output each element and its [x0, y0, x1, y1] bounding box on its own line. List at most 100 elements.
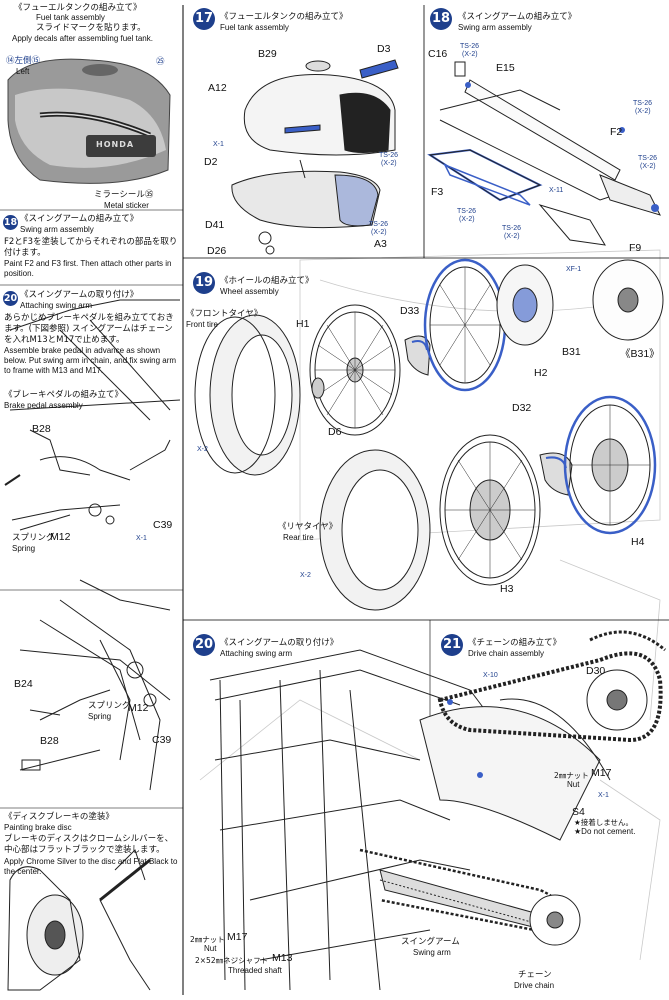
step20-left-number: 20: [3, 291, 18, 306]
part-m12-frame: M12: [128, 702, 149, 714]
nut-label-2: 2㎜ナット: [190, 935, 225, 944]
part-d6: D6: [328, 426, 342, 438]
part-b29: B29: [258, 48, 277, 60]
part-m17-frame: M17: [227, 931, 248, 943]
left-top-heading: 《フューエルタンクの組み立て》: [14, 3, 142, 13]
spring-label: スプリング: [12, 533, 55, 543]
paint-x2-17b: (X-2): [371, 229, 387, 236]
part-e15: E15: [496, 62, 515, 74]
step18-drawing: [427, 61, 661, 246]
left-top-heading-en: Fuel tank assembly: [36, 13, 105, 22]
step17-drawing: [231, 59, 399, 255]
no-cement-note-en: ★Do not cement.: [574, 827, 636, 836]
step17-heading: 《フューエルタンクの組み立て》: [220, 12, 348, 22]
step19-heading: 《ホイールの組み立て》: [220, 276, 314, 286]
rear-tire-heading-en: Rear tire: [283, 533, 314, 542]
paint-xf1: XF-1: [566, 266, 582, 273]
part-b24: B24: [14, 678, 33, 690]
chain-label: チェーン: [518, 970, 552, 980]
part-d33: D33: [400, 305, 420, 317]
paint-x2-18d: (X-2): [459, 216, 475, 223]
paint-x1-17: X-1: [213, 141, 224, 148]
part-f3: F3: [431, 186, 444, 198]
step20-left-text-en: Assemble brake pedal in advance as shown…: [4, 346, 177, 375]
part-b28: B28: [32, 423, 51, 435]
step18-number: 18: [430, 8, 452, 30]
part-d3: D3: [377, 43, 391, 55]
paint-ts26-18d: TS-26: [457, 208, 477, 215]
step20-left-heading-en: Attaching swing arm: [20, 301, 93, 310]
step20-drawing: [209, 649, 611, 991]
step20-heading-en: Attaching swing arm: [220, 649, 293, 658]
step20-heading: 《スイングアームの取り付け》: [220, 638, 339, 648]
part-h4: H4: [631, 536, 645, 548]
decal-left-label: ⑭左側⑮: [6, 56, 41, 66]
paint-ts26-17a: TS-26: [379, 152, 399, 159]
part-m13: M13: [272, 952, 293, 964]
paint-ts26-18e: TS-26: [502, 225, 522, 232]
paint-x2-18b: (X-2): [635, 108, 651, 115]
swing-arm-label-en: Swing arm: [413, 948, 451, 957]
disc-heading-en: Painting brake disc: [4, 823, 72, 832]
spring-label-2: スプリング: [88, 701, 131, 711]
paint-x1-20: X-1: [598, 792, 609, 799]
step18-left-number: 18: [3, 215, 18, 230]
paint-x2-18c: (X-2): [640, 163, 656, 170]
step18-left-text-en: Paint F2 and F3 first. Then attach other…: [4, 259, 172, 278]
step21-drawing: [437, 630, 666, 743]
part-c39-frame: C39: [152, 734, 172, 746]
part-c39: C39: [153, 519, 173, 531]
step18-left-heading-en: Swing arm assembly: [20, 225, 94, 234]
part-d2: D2: [204, 156, 218, 168]
paint-x1: X-1: [136, 535, 147, 542]
part-h2: H2: [534, 367, 548, 379]
step18-left-heading: 《スイングアームの組み立て》: [20, 214, 139, 224]
spring-label-2-en: Spring: [88, 712, 112, 721]
paint-x2-18e: (X-2): [504, 233, 520, 240]
step21-heading: 《チェーンの組み立て》: [468, 638, 562, 648]
decal-left-label-en: Left: [16, 67, 30, 76]
part-f2: F2: [610, 126, 623, 138]
step18-left-text: F2とF3を塗装してからそれぞれの部品を取り付けます。: [4, 237, 178, 258]
part-d26: D26: [207, 245, 227, 257]
part-h1: H1: [296, 318, 310, 330]
paint-x11: X-11: [549, 187, 564, 194]
paint-ts26-18b: TS-26: [633, 100, 653, 107]
part-d30: D30: [586, 665, 606, 677]
decal-note: スライドマークを貼ります。: [36, 23, 146, 33]
paint-x2-18a: (X-2): [462, 51, 478, 58]
part-b31: B31: [562, 346, 581, 358]
front-tire-heading: 《フロントタイヤ》: [186, 309, 263, 319]
brake-pedal-heading: 《ブレーキペダルの組み立て》: [4, 390, 124, 400]
paint-x2-front: X-2: [197, 446, 208, 453]
metal-sticker-label-en: Metal sticker: [104, 201, 149, 210]
part-h3: H3: [500, 583, 514, 595]
paint-ts26-18c: TS-26: [638, 155, 658, 162]
step17-number: 17: [193, 8, 215, 30]
paint-x2-rear: X-2: [300, 572, 311, 579]
part-d32: D32: [512, 402, 532, 414]
honda-logo: HONDA: [96, 140, 135, 149]
paint-ts26-18a: TS-26: [460, 43, 480, 50]
part-m12: M12: [50, 531, 71, 543]
paint-x2-17a: (X-2): [381, 160, 397, 167]
step21-heading-en: Drive chain assembly: [468, 649, 545, 658]
step18-heading: 《スイングアームの組み立て》: [458, 12, 577, 22]
frame-brake-drawing: [19, 579, 171, 791]
decal-note-en: Apply decals after assembling fuel tank.: [12, 34, 153, 43]
front-tire-heading-en: Front tire: [186, 320, 219, 329]
nut-label-m17: 2㎜ナット: [554, 771, 589, 780]
swing-arm-label: スイングアーム: [401, 937, 460, 947]
brake-pedal-heading-en: Brake pedal assembly: [4, 401, 83, 410]
step19-number: 19: [193, 272, 215, 294]
step21-number: 21: [441, 634, 463, 656]
part-c16: C16: [428, 48, 448, 60]
step19-drawing: [194, 258, 664, 611]
part-a3: A3: [374, 238, 387, 250]
part-b31-painted: 《B31》: [620, 348, 660, 360]
disc-brake-drawing: [7, 849, 151, 991]
part-d41: D41: [205, 219, 225, 231]
part-b28-frame: B28: [40, 735, 59, 747]
chain-label-en: Drive chain: [514, 981, 555, 990]
